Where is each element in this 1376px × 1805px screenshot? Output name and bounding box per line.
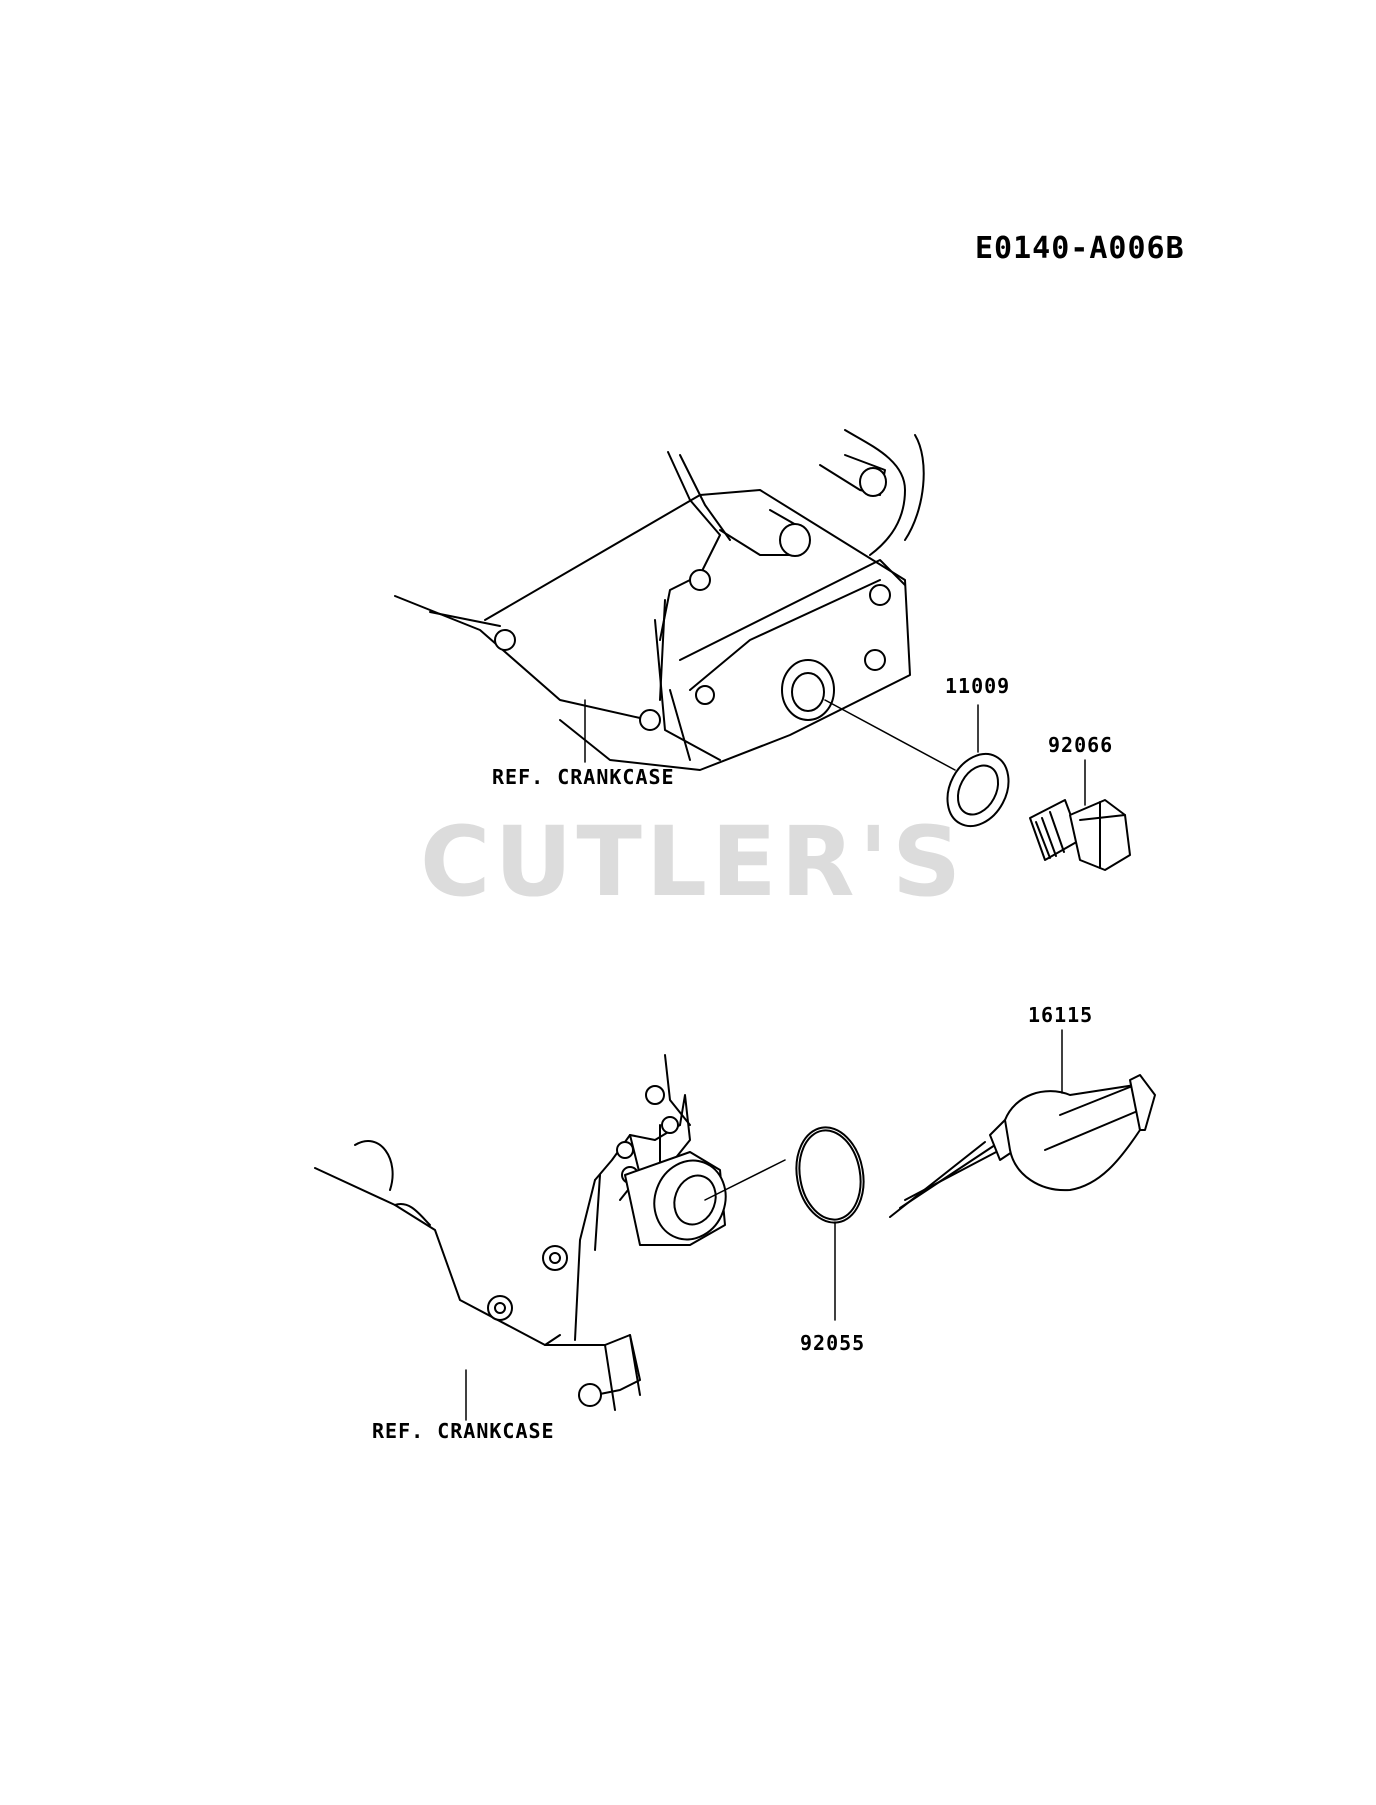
- upper-crankcase-drawing: [394, 429, 956, 771]
- dipstick-16115: [889, 1029, 1156, 1218]
- part-label-92055: 92055: [800, 1331, 865, 1355]
- part-label-11009: 11009: [945, 674, 1010, 698]
- drain-plug-92066: [1029, 759, 1131, 871]
- lower-crankcase-drawing: [314, 1054, 786, 1421]
- watermark: CUTLER'S: [420, 806, 965, 918]
- part-label-92066: 92066: [1048, 733, 1113, 757]
- part-label-16115: 16115: [1028, 1003, 1093, 1027]
- upper-ref-crankcase-label: REF. CRANKCASE: [492, 765, 675, 789]
- diagram-id: E0140-A006B: [975, 231, 1185, 266]
- o-ring-92055: [795, 1126, 865, 1321]
- washer-11009: [946, 704, 1010, 828]
- lower-ref-crankcase-label: REF. CRANKCASE: [372, 1419, 555, 1443]
